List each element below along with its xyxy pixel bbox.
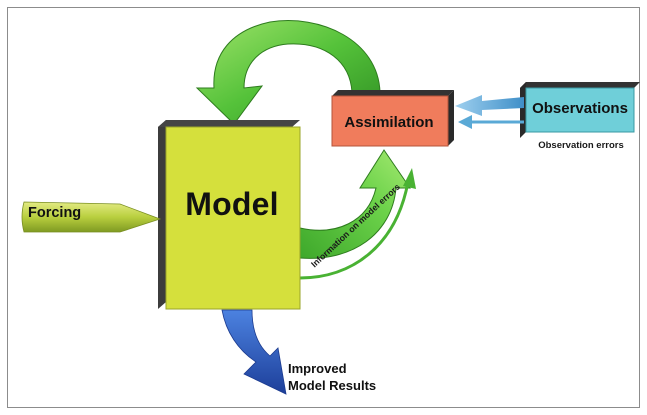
- assimilation-box-top: [332, 90, 454, 96]
- model-box-side: [158, 120, 166, 309]
- assimilation-label: Assimilation: [344, 114, 434, 131]
- model-errors-arrow: [299, 181, 410, 280]
- forcing-arrow: [21, 201, 162, 233]
- forcing-label: Forcing: [28, 205, 82, 221]
- observation-arrow-upper: [455, 95, 524, 116]
- observations-label: Observations: [532, 100, 628, 117]
- model-box-top: [158, 120, 300, 127]
- model-label: Model: [185, 186, 279, 222]
- cycle-arrow-bottom: [299, 149, 411, 259]
- improved-results-line1: Improved: [288, 361, 347, 376]
- observation-error-arrowhead: [458, 115, 472, 129]
- results-arrow: [221, 309, 287, 395]
- improved-results-label: Improved Model Results: [288, 360, 376, 394]
- improved-results-line2: Model Results: [288, 378, 377, 393]
- observations-box: [525, 87, 635, 133]
- observations-box-top: [520, 82, 640, 88]
- observation-errors-label: Observation errors: [538, 140, 624, 151]
- model-box: [165, 126, 301, 310]
- observations-box-side: [520, 82, 526, 138]
- assimilation-box: [331, 95, 449, 147]
- cycle-arrow-top: [195, 20, 381, 125]
- assimilation-box-side: [448, 90, 454, 146]
- model-errors-arrowhead: [403, 168, 416, 189]
